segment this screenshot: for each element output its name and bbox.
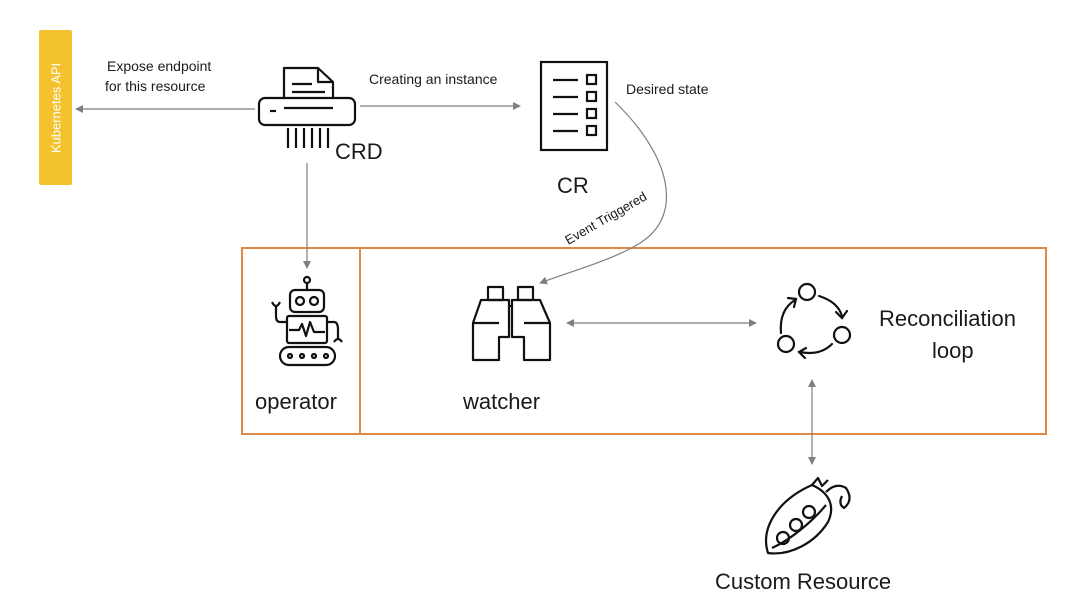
watcher-label: watcher: [463, 389, 541, 414]
event-arrow: [539, 101, 667, 285]
desired-state-label: Desired state: [626, 81, 709, 97]
kubernetes-api-bar: Kubernetes API: [39, 30, 72, 185]
cycle-icon: [776, 282, 852, 360]
custom-resource-label: Custom Resource: [715, 569, 892, 594]
cr-label: CR: [557, 173, 589, 198]
expose-label-line2: for this resource: [105, 78, 206, 94]
checklist-document-icon: [539, 60, 609, 152]
create-instance-label: Creating an instance: [369, 71, 498, 87]
binoculars-icon: [471, 285, 552, 362]
operator-label: operator: [255, 389, 337, 414]
crd-label: CRD: [335, 139, 383, 164]
reconciliation-label-line2: loop: [932, 338, 974, 363]
expose-label-line1: Expose endpoint: [107, 58, 212, 74]
controller-box: [359, 247, 1047, 435]
robot-icon: [271, 275, 343, 367]
reconciliation-label-line1: Reconciliation: [879, 306, 1016, 331]
peapod-icon: [765, 476, 851, 555]
document-shredder-icon: [257, 66, 357, 148]
